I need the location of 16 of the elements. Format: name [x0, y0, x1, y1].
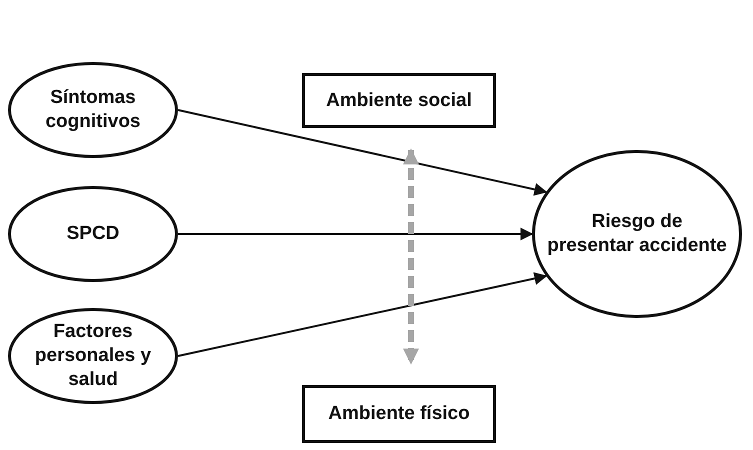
context-box: [302, 73, 496, 128]
factor-ellipse: [8, 62, 178, 158]
node-label: Ambiente físico: [327, 402, 471, 426]
arrow: [178, 272, 548, 357]
node-label: Síntomas cognitivos: [44, 86, 142, 134]
dashed-arrow: [403, 148, 419, 365]
node-label: Factores personales y salud: [34, 320, 152, 392]
arrow: [178, 109, 548, 196]
factor-ellipse: [8, 308, 178, 404]
node-label: Riesgo de presentar accidente: [546, 210, 728, 258]
context-box: [302, 385, 496, 443]
node-label: SPCD: [66, 222, 120, 246]
factor-ellipse: [8, 186, 178, 282]
node-label: Ambiente social: [325, 88, 473, 112]
factor-ellipse: [532, 150, 742, 318]
arrow: [178, 228, 534, 240]
